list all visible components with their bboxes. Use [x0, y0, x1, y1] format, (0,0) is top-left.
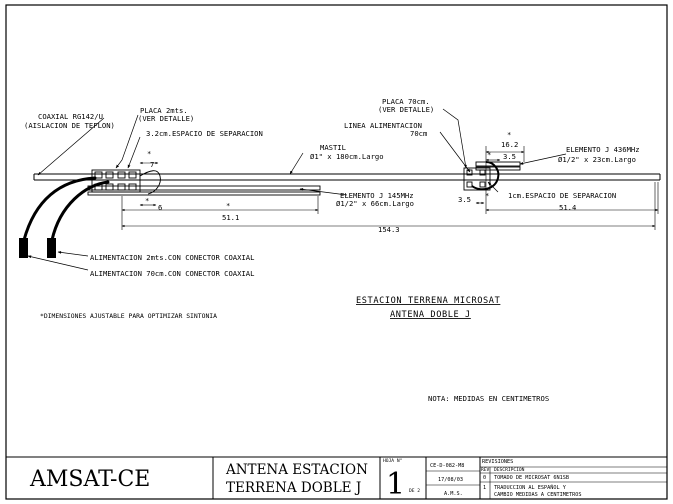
plate-70cm-detail: (VER DETALLE) — [378, 105, 434, 114]
leader-lines — [27, 108, 567, 271]
dim-star-51-4: * — [485, 191, 489, 200]
rev-0-no: 0 — [483, 475, 486, 481]
element-436-size: Ø1/2" x 23cm.Largo — [558, 155, 636, 164]
rev-2-text: CAMBIO MEDIDAS A CENTIMETROS — [494, 492, 581, 498]
diagram-title-1: ESTACION TERRENA MICROSAT — [356, 296, 500, 306]
rev-0-text: TOMADO DE MICROSAT 6N1SB — [494, 475, 569, 481]
feed-70cm-label: ALIMENTACION 70cm.CON CONECTOR COAXIAL — [90, 269, 254, 278]
dim-star-3-5: * — [487, 150, 491, 159]
drawing-name-2: TERRENA DOBLE J — [226, 480, 361, 496]
org-name: AMSAT-CE — [29, 467, 150, 492]
j-element-145mhz — [87, 185, 321, 196]
drawing-frame — [5, 4, 668, 500]
plate-2m-label: PLACA 2mts. — [140, 106, 188, 115]
drawing-name-1: ANTENA ESTACION — [225, 462, 368, 478]
plate-2m-detail: (VER DETALLE) — [138, 114, 194, 123]
sheet-number: 1 — [386, 467, 405, 502]
element-145-size: Ø1/2" x 66cm.Largo — [336, 199, 414, 208]
dim-51-1: 51.1 — [222, 213, 239, 222]
coax-cables — [19, 176, 110, 258]
diagram-title-2: ANTENA DOBLE J — [390, 310, 471, 320]
mast-label: MASTIL — [320, 143, 346, 152]
dim-star-7: * — [147, 149, 151, 158]
dim-16-2: 16.2 — [501, 140, 518, 149]
dim-154-3: 154.3 — [378, 225, 400, 234]
feed-line-label: LINEA ALIMENTACION — [344, 121, 422, 130]
plate-70cm-label: PLACA 70cm. — [382, 97, 430, 106]
sheet-of: DE 2 — [409, 488, 420, 494]
drawing-code: CE-D-082-M8 — [430, 463, 464, 469]
feed-line-length: 70cm — [410, 129, 427, 138]
drawing-date: 17/08/03 — [438, 477, 463, 483]
plate-2m — [91, 169, 161, 195]
rev-1-text: TRADUCCION AL ESPAÑOL Y — [494, 484, 567, 491]
units-note: NOTA: MEDIDAS EN CENTIMETROS — [428, 394, 549, 403]
dim-6: 6 — [158, 203, 162, 212]
spacing-3-2-label: 3.2cm.ESPACIO DE SEPARACION — [146, 129, 263, 138]
dim-7: 7 — [150, 160, 154, 169]
coax-label-2: (AISLACION DE TEFLON) — [24, 121, 115, 130]
dim-3-5-bottom: 3.5 — [458, 195, 471, 204]
dim-3-5-top: 3.5 — [503, 152, 516, 161]
element-436-label: ELEMENTO J 436MHz — [566, 145, 640, 154]
sheet-label: HOJA N° — [383, 458, 403, 464]
mast — [33, 173, 661, 181]
title-block — [5, 456, 668, 500]
mast-size: Ø1" x 180cm.Largo — [310, 152, 384, 161]
dim-star-16-2: * — [507, 130, 511, 139]
rev-col-desc: DESCRIPCION — [494, 467, 525, 473]
revisions-header: REVISIONES — [482, 459, 513, 465]
dimension-lines — [121, 146, 659, 230]
dim-star-6: * — [145, 196, 149, 205]
dim-51-4: 51.4 — [559, 203, 576, 212]
rev-1-no: 1 — [483, 485, 486, 491]
adjust-note: *DIMENSIONES AJUSTABLE PARA OPTIMIZAR SI… — [40, 312, 217, 320]
feed-2m-label: ALIMENTACION 2mts.CON CONECTOR COAXIAL — [90, 253, 254, 262]
drawing-author: A.M.S. — [444, 491, 463, 497]
rev-col-no: REV — [481, 467, 490, 473]
element-145-label: ELEMENTO J 145MHz — [340, 191, 414, 200]
coax-label: COAXIAL RG142/U — [38, 112, 103, 121]
spacing-1-label: 1cm.ESPACIO DE SEPARACION — [508, 191, 616, 200]
dim-star-51-1: * — [226, 201, 230, 210]
